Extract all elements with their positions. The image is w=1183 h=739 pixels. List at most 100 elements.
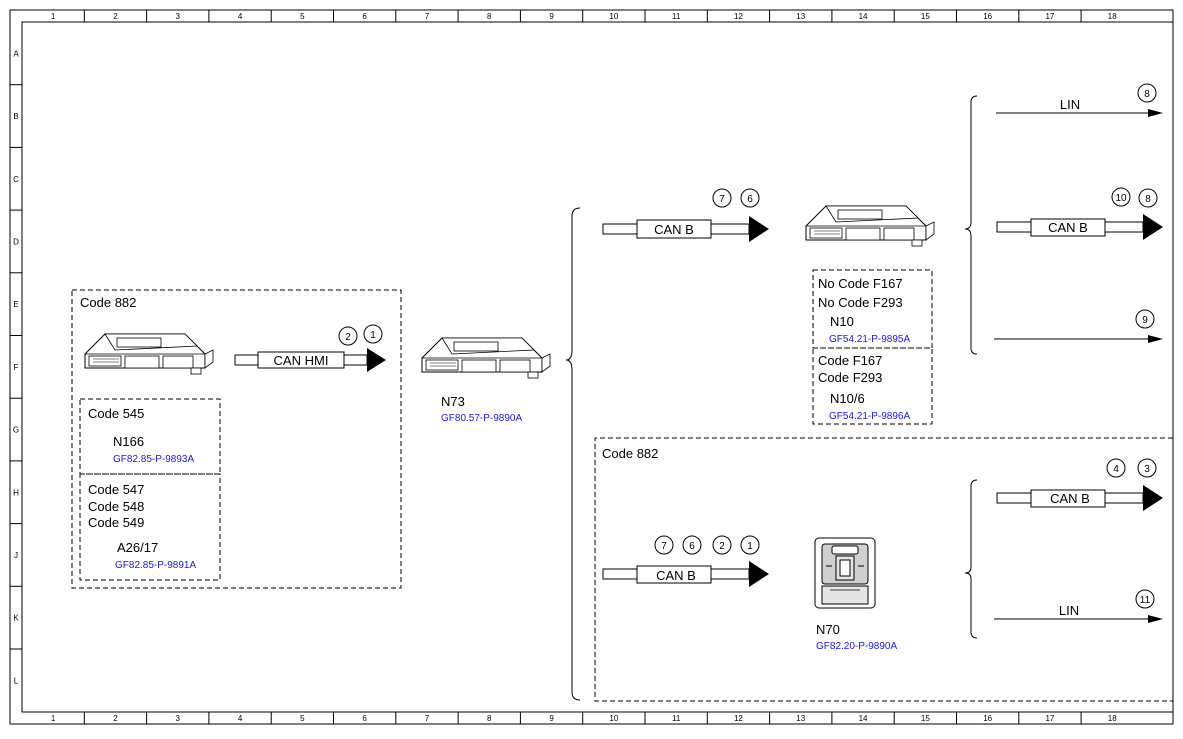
bus-arrow-can-b-top: CAN B 7 6: [602, 188, 769, 242]
n10-6-code-1: Code F167: [818, 353, 882, 368]
svg-text:8: 8: [1144, 89, 1150, 100]
grid-column-label: 5: [300, 714, 305, 723]
lin-top-ref-circle: 8: [1137, 83, 1157, 103]
grid-column-label: 11: [672, 12, 681, 21]
can-b-top-ref-circle: 6: [740, 188, 760, 208]
grid-column-label: 3: [176, 714, 181, 723]
can-b-bottom-out-ref-circle: 3: [1137, 458, 1157, 478]
grid-column-label: 12: [734, 714, 743, 723]
grid-column-label: 8: [487, 12, 492, 21]
grid-column-label: 16: [983, 12, 992, 21]
grid-column-label: 5: [300, 12, 305, 21]
can-hmi-ref-circle: 1: [363, 324, 383, 344]
n73-ref-link[interactable]: GF80.57-P-9890A: [441, 413, 522, 424]
grid-column-label: 16: [983, 714, 992, 723]
variant-box-n10-6: [812, 347, 933, 425]
can-b-bottom-in-label: CAN B: [656, 568, 696, 583]
svg-text:6: 6: [689, 541, 695, 552]
n166-ref-link[interactable]: GF82.85-P-9893A: [113, 454, 194, 465]
grid-column-label: 6: [362, 12, 367, 21]
n10-code-2: No Code F293: [818, 295, 903, 310]
can-b-bottom-in-ref-circle: 7: [654, 535, 674, 555]
a26-17-code-3: Code 549: [88, 515, 144, 530]
n10-6-ref-link[interactable]: GF54.21-P-9896A: [829, 411, 910, 422]
can-hmi-ref-circle: 2: [338, 326, 358, 346]
grid-row-label: B: [13, 112, 18, 121]
grid-column-label: 2: [113, 12, 118, 21]
grid-column-label: 8: [487, 714, 492, 723]
grid-row-label: G: [13, 426, 19, 435]
svg-text:2: 2: [345, 332, 351, 343]
grid-row-label: H: [13, 488, 19, 497]
n10-6-name: N10/6: [830, 391, 865, 406]
lin-top-label: LIN: [1060, 97, 1080, 112]
svg-text:7: 7: [719, 194, 725, 205]
grid-column-label: 17: [1045, 714, 1054, 723]
grid-column-label: 2: [113, 714, 118, 723]
grid-column-label: 18: [1108, 714, 1117, 723]
grid-column-label: 12: [734, 12, 743, 21]
n10-code-1: No Code F167: [818, 276, 903, 291]
branch-brace-n73: [565, 207, 581, 701]
lin-bottom-ref-circle: 11: [1135, 589, 1155, 609]
grid-column-label: 18: [1108, 12, 1117, 21]
n10-6-code-2: Code F293: [818, 370, 882, 385]
grid-column-label: 11: [672, 714, 681, 723]
can-b-right-ref-circle: 10: [1111, 187, 1131, 207]
svg-text:4: 4: [1113, 464, 1119, 475]
grid-column-label: 15: [921, 714, 930, 723]
grid-column-label: 6: [362, 714, 367, 723]
variant-box-n166: [79, 398, 221, 475]
control-unit-icon: [84, 333, 214, 375]
grid-column-label: 13: [796, 12, 805, 21]
grid-column-label: 10: [609, 714, 618, 723]
grid-column-label: 4: [238, 714, 243, 723]
overhead-control-panel-icon: [814, 537, 876, 609]
a26-17-code-1: Code 547: [88, 482, 144, 497]
n10-name: N10: [830, 314, 854, 329]
grid-row-label: C: [13, 175, 19, 184]
grid-column-label: 7: [425, 12, 430, 21]
n70-ref-link[interactable]: GF82.20-P-9890A: [816, 641, 897, 652]
grid-row-label: F: [14, 363, 19, 372]
bus-arrow-can-b-right: CAN B 10 8: [996, 187, 1163, 240]
bus-line-lin-top: LIN 8: [996, 83, 1163, 117]
can-b-bottom-out-ref-circle: 4: [1106, 458, 1126, 478]
grid-row-label: L: [14, 676, 19, 685]
can-b-bottom-out-label: CAN B: [1050, 491, 1090, 506]
n166-name: N166: [113, 434, 144, 449]
lin-bottom-label: LIN: [1059, 603, 1079, 618]
n166-code: Code 545: [88, 406, 144, 421]
grid-reference-marks: 1122334455667788991010111112121313141415…: [10, 10, 1117, 724]
control-unit-icon: [805, 205, 935, 247]
grid-row-label: D: [13, 237, 19, 246]
bus-arrow-can-b-bottom-out: CAN B 4 3: [996, 458, 1163, 511]
group-bottom-title: Code 882: [602, 446, 658, 461]
svg-text:6: 6: [747, 194, 753, 205]
grid-column-label: 9: [549, 714, 554, 723]
grid-column-label: 14: [859, 12, 868, 21]
can-b-bottom-in-ref-circle: 2: [712, 535, 732, 555]
branch-brace-n10: [964, 95, 978, 355]
grid-column-label: 7: [425, 714, 430, 723]
variant-box-a26-17: [79, 473, 221, 581]
grid-column-label: 13: [796, 714, 805, 723]
grid-row-label: A: [13, 49, 19, 58]
a26-17-ref-link[interactable]: GF82.85-P-9891A: [115, 560, 196, 571]
bus-line-9: 9: [994, 309, 1163, 343]
n73-name: N73: [441, 394, 465, 409]
grid-column-label: 14: [859, 714, 868, 723]
a26-17-code-2: Code 548: [88, 499, 144, 514]
svg-text:11: 11: [1140, 595, 1151, 606]
bus-line-lin-bottom: LIN 11: [994, 589, 1163, 623]
n10-ref-link[interactable]: GF54.21-P-9895A: [829, 334, 910, 345]
grid-column-label: 15: [921, 12, 930, 21]
grid-column-label: 1: [51, 714, 56, 723]
grid-row-label: J: [14, 551, 18, 560]
grid-column-label: 17: [1045, 12, 1054, 21]
line-9-ref-circle: 9: [1135, 309, 1155, 329]
can-b-right-label: CAN B: [1048, 220, 1088, 235]
grid-column-label: 9: [549, 12, 554, 21]
group-left-boundary: [71, 289, 402, 589]
